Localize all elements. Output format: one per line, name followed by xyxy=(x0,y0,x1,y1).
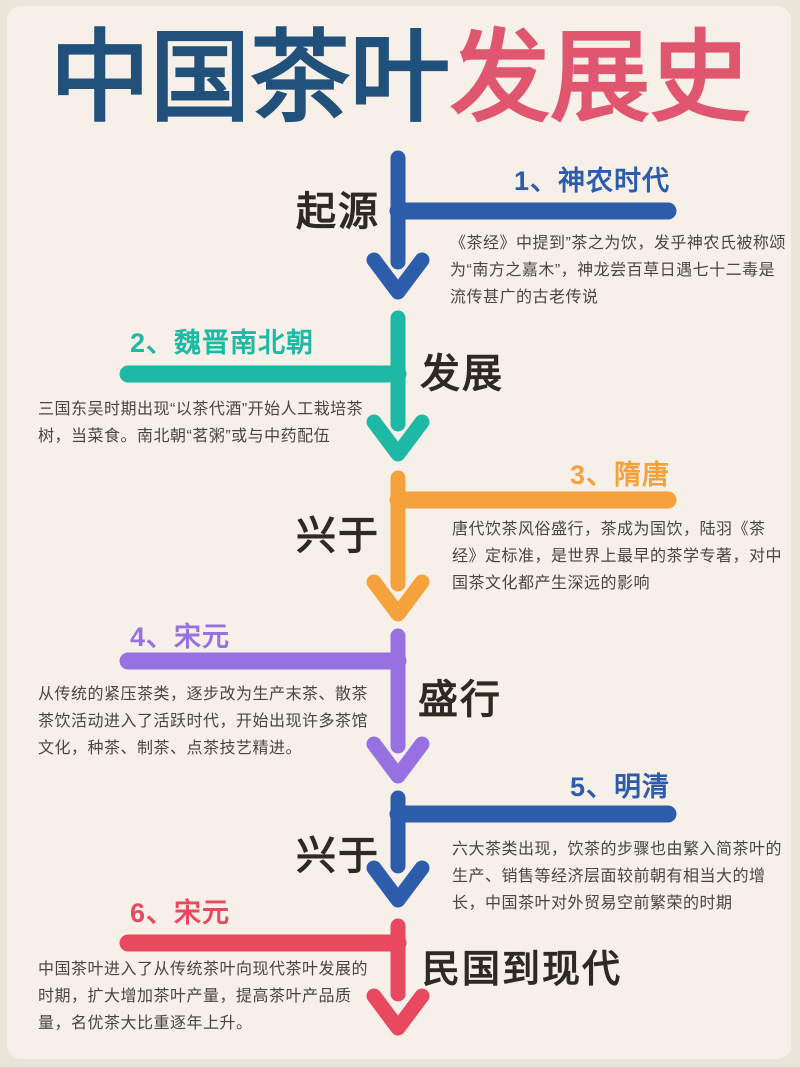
section-4-heading: 4、宋元 xyxy=(130,622,231,652)
section-1-description: 《茶经》中提到”茶之为饮，发乎神农氏被称颂 为“南方之嘉木”，神龙尝百草日遇七十… xyxy=(450,235,786,306)
arrow-mingqing xyxy=(366,790,677,908)
section-1-stage-label: 起源 xyxy=(296,189,380,234)
page-title-part1: 中国茶叶 xyxy=(50,23,450,134)
section-5-heading: 5、明清 xyxy=(569,772,670,802)
section-3-description: 唐代饮茶风俗盛行，茶成为国饮，陆羽《茶 经》定标准，是世界上最早的茶学专著，对中… xyxy=(452,521,783,592)
arrow-develop xyxy=(119,310,430,462)
arrow-songyuan xyxy=(119,628,430,784)
section-1-heading: 1、神农时代 xyxy=(513,166,670,196)
section-4-stage-label: 盛行 xyxy=(418,677,502,722)
section-3-heading: 3、隋唐 xyxy=(569,460,670,490)
arrow-origin-head-icon xyxy=(366,252,430,300)
section-5-description: 六大茶类出现，饮茶的步骤也由繁入简茶叶的 生产、销售等经济层面较前朝有相当大的增… xyxy=(452,841,783,912)
arrow-suitang-head-icon xyxy=(366,574,430,622)
section-4-description: 从传统的紧压茶类，逐步改为生产末茶、散茶 茶饮活动进入了活跃时代，开始出现许多茶… xyxy=(38,686,369,757)
section-3-stage-label: 兴于 xyxy=(296,513,380,558)
arrow-mingqing-head-icon xyxy=(366,860,430,908)
page-title: 中国茶叶发展史 xyxy=(0,26,800,131)
section-2-heading: 2、魏晋南北朝 xyxy=(130,328,315,358)
arrow-origin xyxy=(366,150,677,300)
section-6-stage-label: 民国到现代 xyxy=(422,949,623,991)
page-title-part2: 发展史 xyxy=(450,23,750,134)
section-2-stage-label: 发展 xyxy=(420,351,504,396)
arrow-songyuan-head-icon xyxy=(366,736,430,784)
arrow-develop-head-icon xyxy=(366,414,430,462)
arrow-modern xyxy=(119,918,430,1036)
arrow-suitang xyxy=(366,470,677,622)
arrow-modern-head-icon xyxy=(366,988,430,1036)
section-6-heading: 6、宋元 xyxy=(130,898,231,928)
section-6-description: 中国茶叶进入了从传统茶叶向现代茶叶发展的 时期，扩大增加茶叶产量，提高茶叶产品质… xyxy=(38,961,369,1032)
section-5-stage-label: 兴于 xyxy=(296,833,380,878)
section-2-description: 三国东吴时期出现“以茶代酒”开始人工栽培茶 树，当菜食。南北朝“茗粥”或与中药配… xyxy=(38,401,364,445)
